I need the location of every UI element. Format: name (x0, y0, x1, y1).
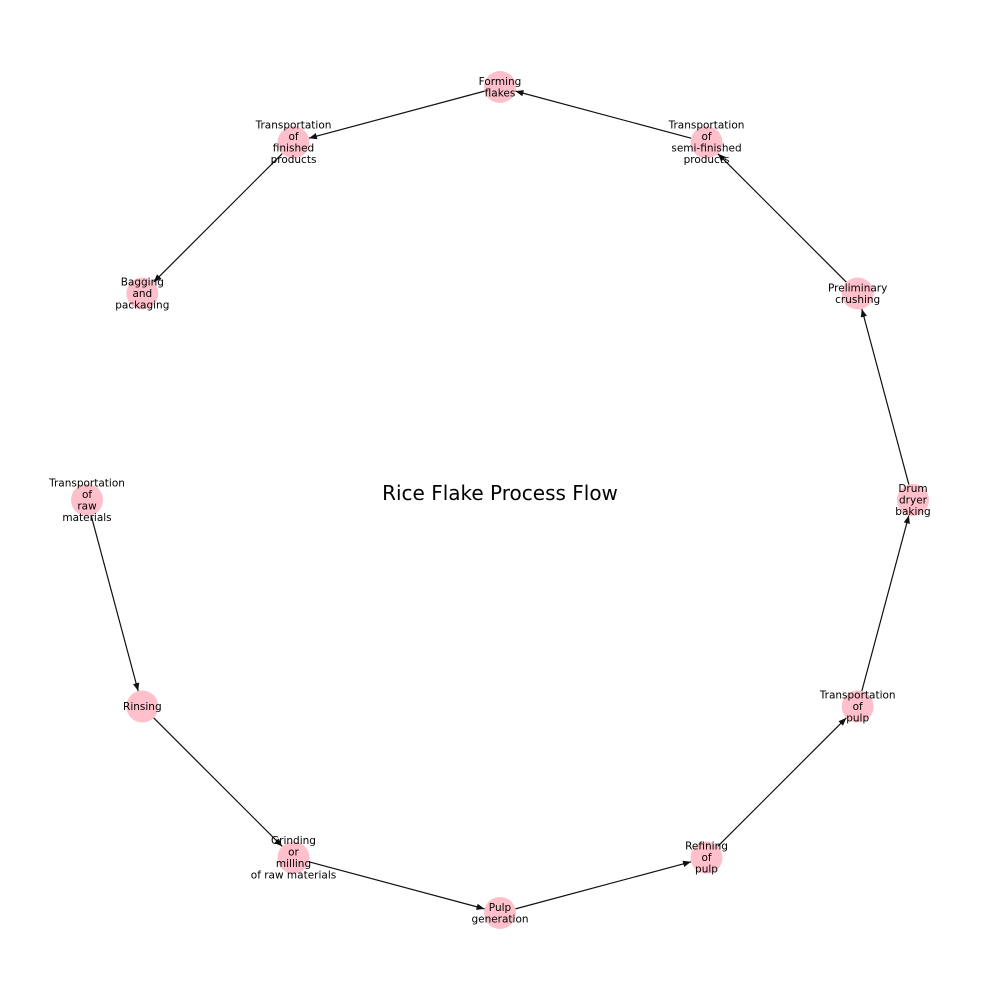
node-drum (897, 484, 929, 516)
edge-transport_semi-to-forming (515, 90, 692, 139)
edge-rinsing-to-grinding (153, 717, 283, 847)
node-transport_raw (71, 484, 103, 516)
edge-pulp_gen-to-refining (515, 860, 692, 910)
nodes-layer (71, 71, 929, 929)
node-crushing (841, 277, 874, 310)
edge-transport_pulp-to-drum (861, 515, 910, 692)
edge-transport_finished-to-bagging (153, 153, 283, 283)
edge-drum-to-crushing (860, 308, 910, 485)
diagram-title: Rice Flake Process Flow (382, 481, 618, 505)
node-forming (484, 71, 516, 103)
node-transport_pulp (841, 690, 874, 723)
edge-crushing-to-transport_semi (717, 153, 847, 283)
node-bagging (126, 277, 159, 310)
node-pulp_gen (484, 897, 516, 929)
edge-grinding-to-pulp_gen (308, 861, 485, 910)
edge-refining-to-transport_pulp (717, 717, 847, 847)
node-transport_semi (690, 126, 723, 159)
node-label-rinsing: Rinsing (123, 701, 162, 713)
edge-transport_raw-to-rinsing (90, 515, 140, 692)
node-transport_finished (277, 126, 310, 159)
node-refining (690, 841, 723, 874)
edge-forming-to-transport_finished (308, 90, 485, 140)
node-grinding (277, 841, 310, 874)
node-rinsing (126, 690, 159, 723)
edges-layer (90, 90, 910, 910)
